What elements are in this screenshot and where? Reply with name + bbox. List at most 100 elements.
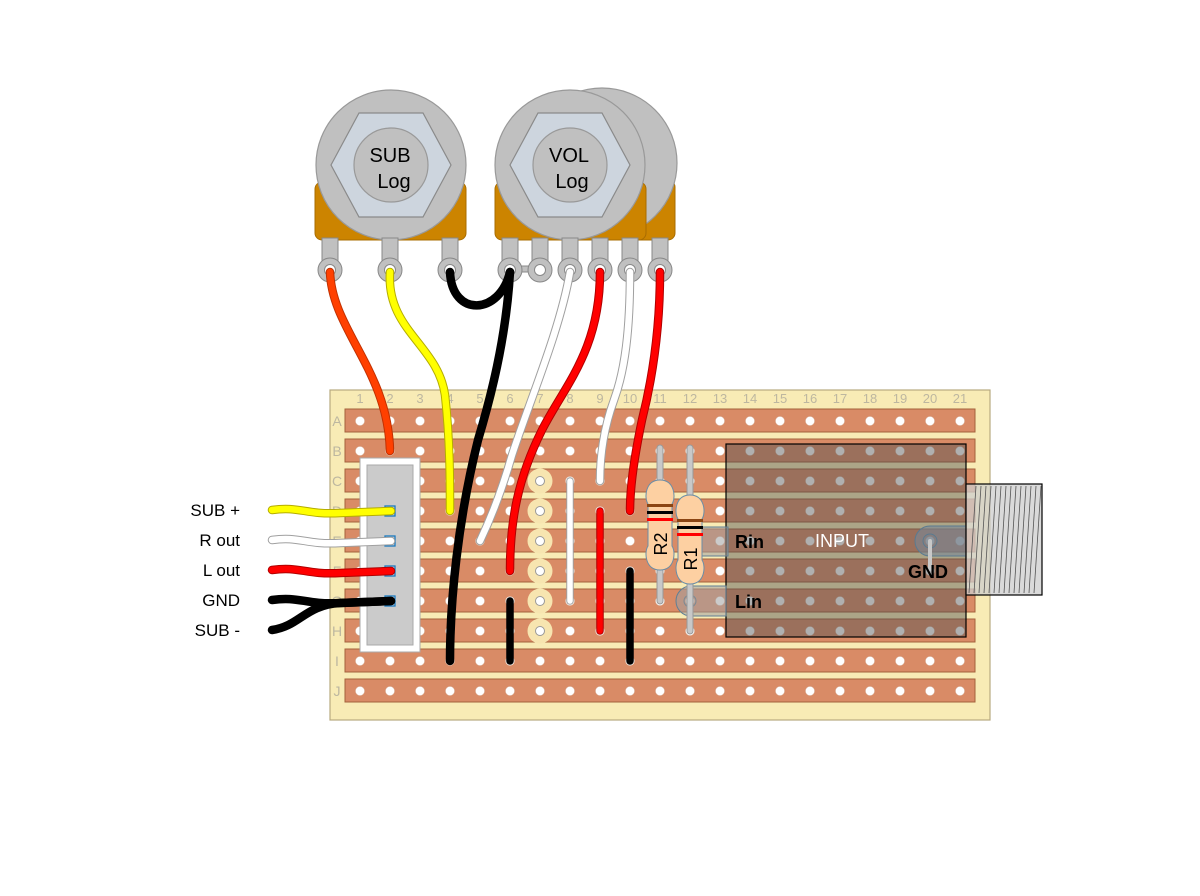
hole-E19[interactable] bbox=[895, 536, 905, 546]
hole-I12[interactable] bbox=[685, 656, 695, 666]
hole-A14[interactable] bbox=[745, 416, 755, 426]
hole-D18[interactable] bbox=[865, 506, 875, 516]
hole-B17[interactable] bbox=[835, 446, 845, 456]
hole-H15[interactable] bbox=[775, 626, 785, 636]
hole-J12[interactable] bbox=[685, 686, 695, 696]
hole-F16[interactable] bbox=[805, 566, 815, 576]
hole-E14[interactable] bbox=[745, 536, 755, 546]
hole-F19[interactable] bbox=[895, 566, 905, 576]
hole-C13[interactable] bbox=[715, 476, 725, 486]
ext-wire-r-out[interactable] bbox=[267, 534, 396, 548]
hole-A1[interactable] bbox=[355, 416, 365, 426]
hole-G20[interactable] bbox=[925, 596, 935, 606]
hole-A17[interactable] bbox=[835, 416, 845, 426]
ext-wire-l-out[interactable] bbox=[267, 564, 396, 578]
hole-F14[interactable] bbox=[745, 566, 755, 576]
hole-B3[interactable] bbox=[415, 446, 425, 456]
hole-C18[interactable] bbox=[865, 476, 875, 486]
hole-F15[interactable] bbox=[775, 566, 785, 576]
hole-J4[interactable] bbox=[445, 686, 455, 696]
wire-sub-lug-1-to-b2[interactable] bbox=[325, 267, 395, 456]
hole-J19[interactable] bbox=[895, 686, 905, 696]
hole-I20[interactable] bbox=[925, 656, 935, 666]
hole-A18[interactable] bbox=[865, 416, 875, 426]
hole-G16[interactable] bbox=[805, 596, 815, 606]
hole-G19[interactable] bbox=[895, 596, 905, 606]
ext-wire-sub[interactable] bbox=[267, 504, 396, 518]
hole-C15[interactable] bbox=[775, 476, 785, 486]
hole-J21[interactable] bbox=[955, 686, 965, 696]
hole-I3[interactable] bbox=[415, 656, 425, 666]
hole-A10[interactable] bbox=[625, 416, 635, 426]
resistor-r2[interactable]: R2 bbox=[645, 444, 675, 605]
hole-F17[interactable] bbox=[835, 566, 845, 576]
hole-I5[interactable] bbox=[475, 656, 485, 666]
hole-E18[interactable] bbox=[865, 536, 875, 546]
hole-G15[interactable] bbox=[775, 596, 785, 606]
hole-J3[interactable] bbox=[415, 686, 425, 696]
hole-A19[interactable] bbox=[895, 416, 905, 426]
wire-vol-lug-1-to-i4[interactable] bbox=[445, 267, 515, 666]
hole-E16[interactable] bbox=[805, 536, 815, 546]
hole-J13[interactable] bbox=[715, 686, 725, 696]
hole-E17[interactable] bbox=[835, 536, 845, 546]
hole-I19[interactable] bbox=[895, 656, 905, 666]
hole-H17[interactable] bbox=[835, 626, 845, 636]
pot-vol[interactable]: VOL Log bbox=[494, 89, 647, 241]
hole-I8[interactable] bbox=[565, 656, 575, 666]
hole-D16[interactable] bbox=[805, 506, 815, 516]
hole-H8[interactable] bbox=[565, 626, 575, 636]
hole-D17[interactable] bbox=[835, 506, 845, 516]
hole-B13[interactable] bbox=[715, 446, 725, 456]
hole-C17[interactable] bbox=[835, 476, 845, 486]
hole-A3[interactable] bbox=[415, 416, 425, 426]
hole-C16[interactable] bbox=[805, 476, 815, 486]
hole-I17[interactable] bbox=[835, 656, 845, 666]
hole-J20[interactable] bbox=[925, 686, 935, 696]
hole-B18[interactable] bbox=[865, 446, 875, 456]
hole-A15[interactable] bbox=[775, 416, 785, 426]
hole-H19[interactable] bbox=[895, 626, 905, 636]
hole-H14[interactable] bbox=[745, 626, 755, 636]
resistor-r1[interactable]: R1 bbox=[675, 444, 705, 635]
hole-B14[interactable] bbox=[745, 446, 755, 456]
hole-D13[interactable] bbox=[715, 506, 725, 516]
hole-C21[interactable] bbox=[955, 476, 965, 486]
hole-D14[interactable] bbox=[745, 506, 755, 516]
hole-I18[interactable] bbox=[865, 656, 875, 666]
hole-H16[interactable] bbox=[805, 626, 815, 636]
hole-G17[interactable] bbox=[835, 596, 845, 606]
hole-J11[interactable] bbox=[655, 686, 665, 696]
input-jack[interactable] bbox=[675, 443, 1043, 638]
hole-J7[interactable] bbox=[535, 686, 545, 696]
hole-J10[interactable] bbox=[625, 686, 635, 696]
wire-vol-lug-4-to-f6[interactable] bbox=[505, 267, 605, 576]
hole-J1[interactable] bbox=[355, 686, 365, 696]
hole-J18[interactable] bbox=[865, 686, 875, 696]
hole-A13[interactable] bbox=[715, 416, 725, 426]
hole-I13[interactable] bbox=[715, 656, 725, 666]
hole-D19[interactable] bbox=[895, 506, 905, 516]
hole-I9[interactable] bbox=[595, 656, 605, 666]
hole-B21[interactable] bbox=[955, 446, 965, 456]
hole-E15[interactable] bbox=[775, 536, 785, 546]
hole-A16[interactable] bbox=[805, 416, 815, 426]
wire-vol-lug-6-to-d10[interactable] bbox=[625, 267, 665, 516]
hole-D5[interactable] bbox=[475, 506, 485, 516]
hole-J2[interactable] bbox=[385, 686, 395, 696]
wire-vol-lug-3-to-e5[interactable] bbox=[475, 267, 575, 546]
hole-A11[interactable] bbox=[655, 416, 665, 426]
hole-F5[interactable] bbox=[475, 566, 485, 576]
pot-sub[interactable]: SUB Log bbox=[314, 89, 467, 241]
hole-H21[interactable] bbox=[955, 626, 965, 636]
hole-H18[interactable] bbox=[865, 626, 875, 636]
hole-I14[interactable] bbox=[745, 656, 755, 666]
hole-C14[interactable] bbox=[745, 476, 755, 486]
hole-F18[interactable] bbox=[865, 566, 875, 576]
hole-A6[interactable] bbox=[505, 416, 515, 426]
hole-B19[interactable] bbox=[895, 446, 905, 456]
hole-I1[interactable] bbox=[355, 656, 365, 666]
hole-J16[interactable] bbox=[805, 686, 815, 696]
hole-J6[interactable] bbox=[505, 686, 515, 696]
hole-A21[interactable] bbox=[955, 416, 965, 426]
